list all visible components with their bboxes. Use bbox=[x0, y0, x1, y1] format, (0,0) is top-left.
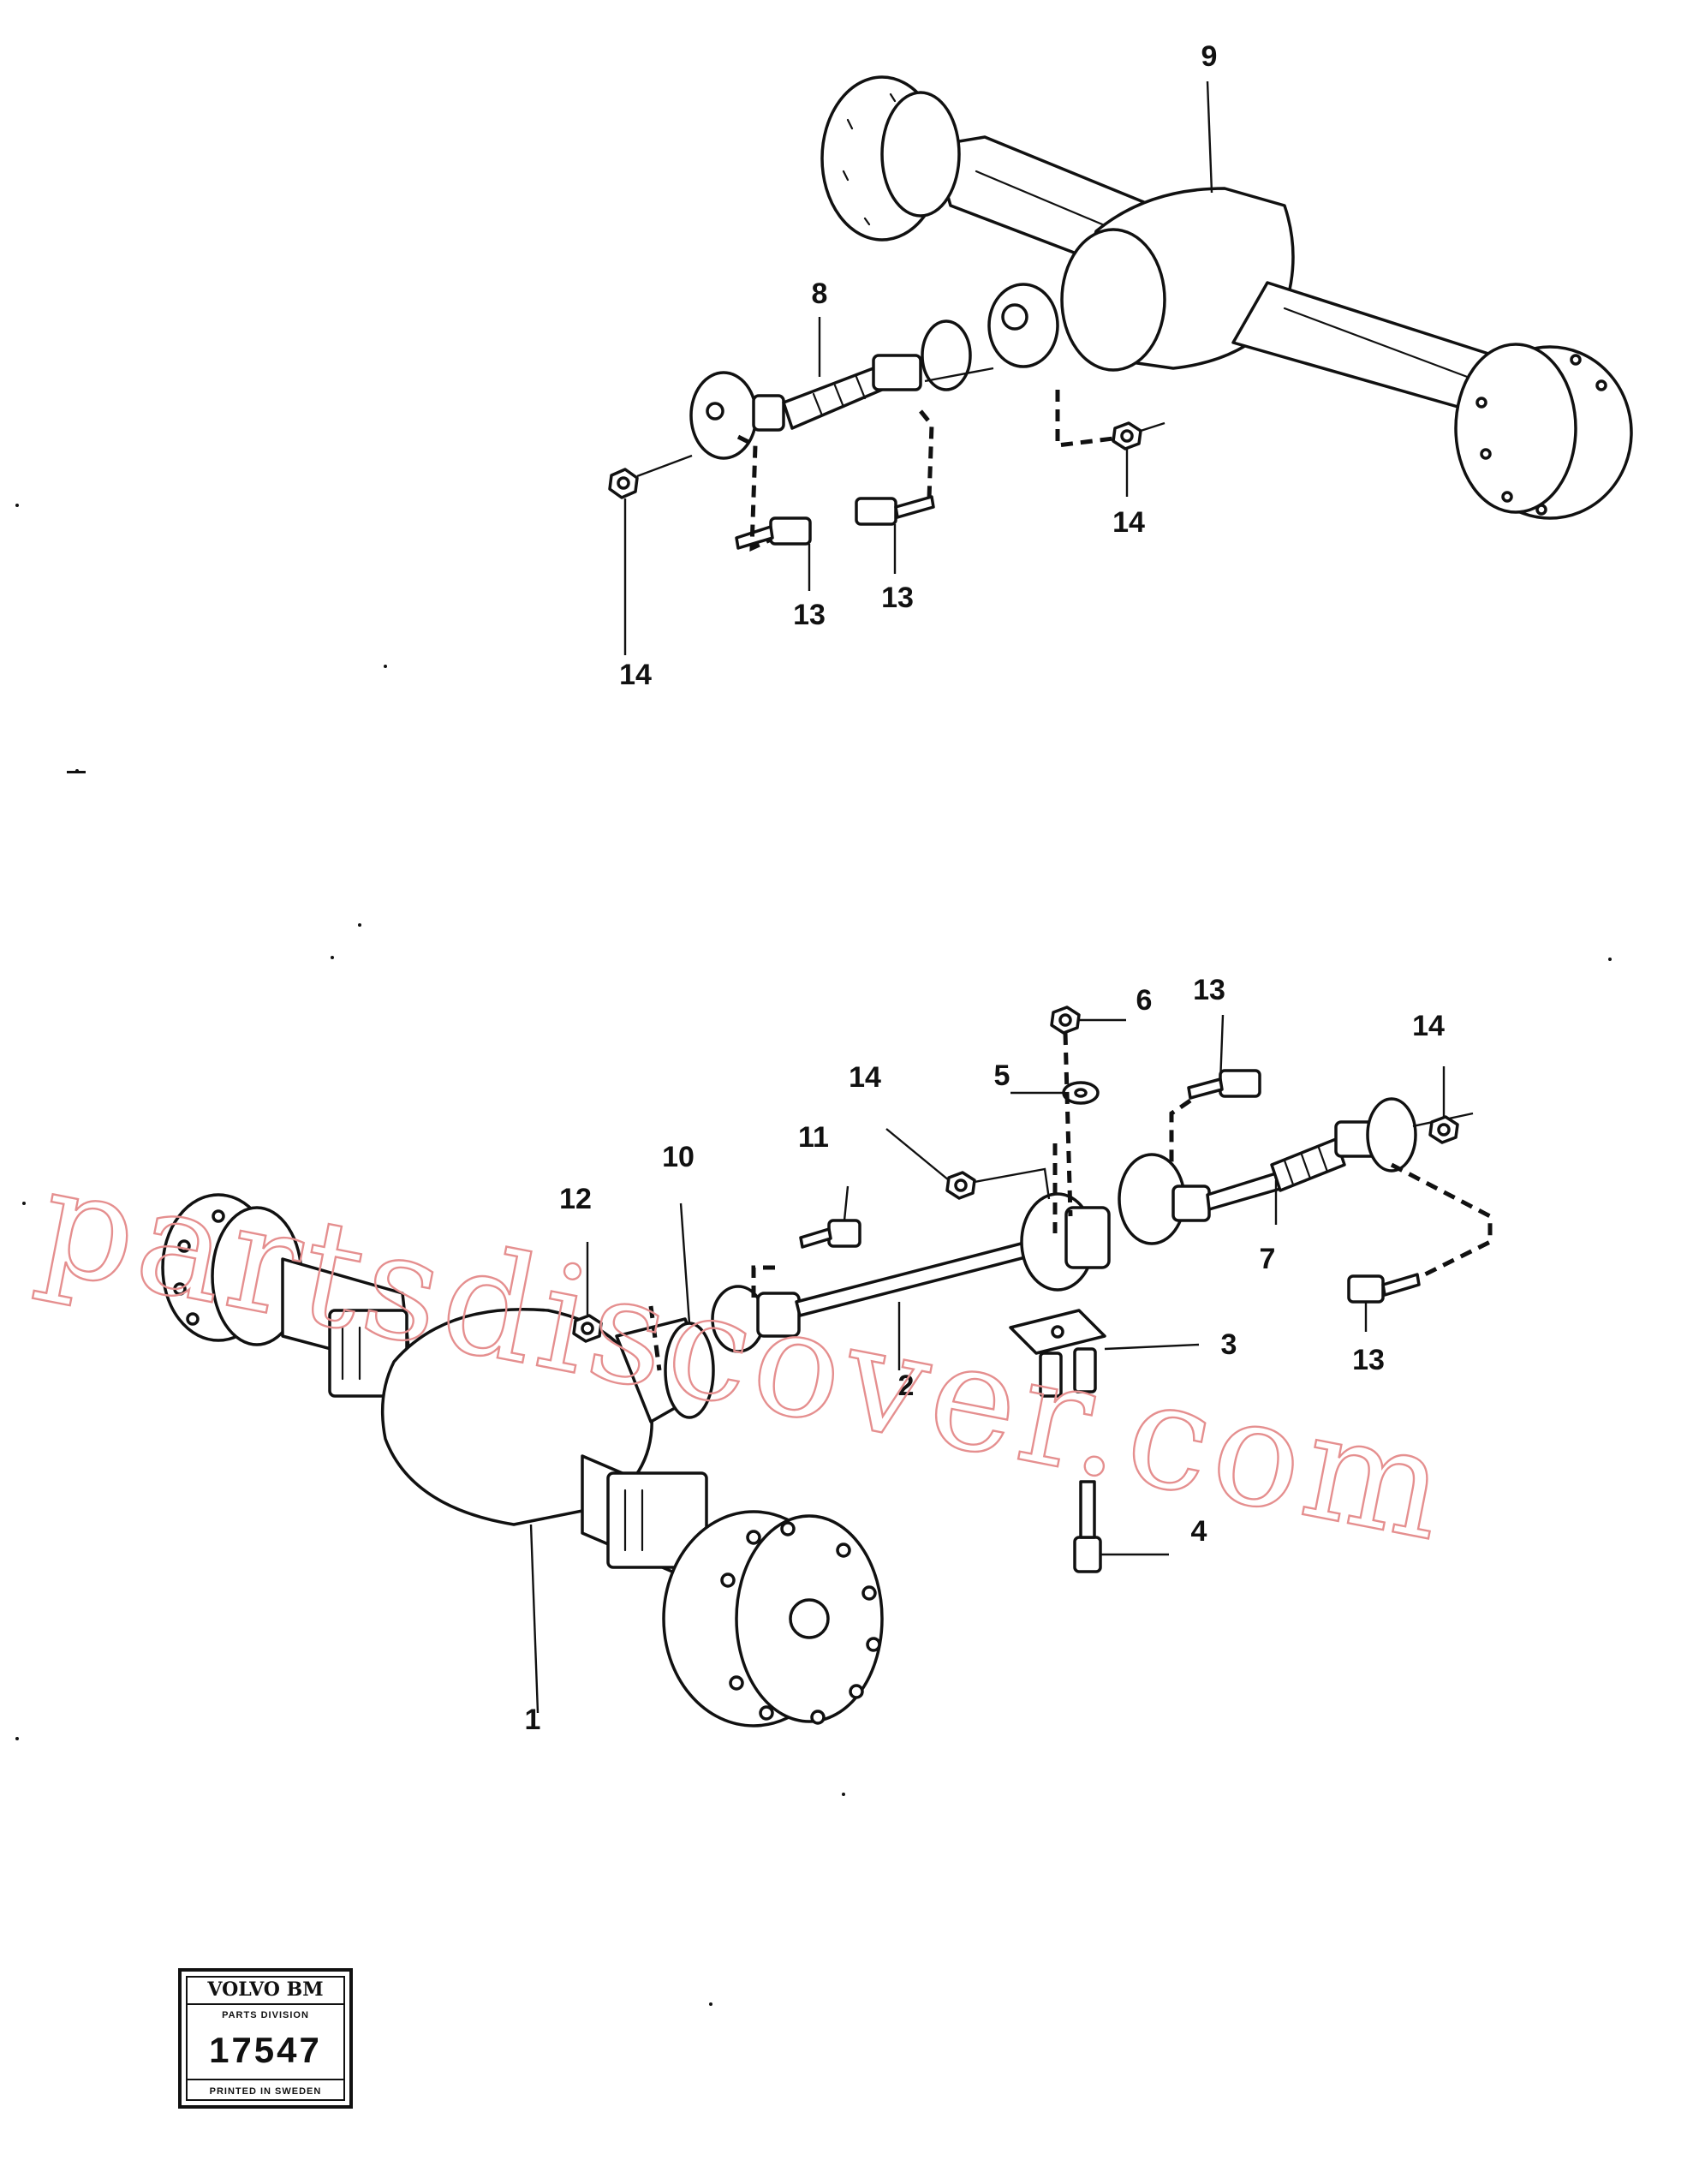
badge-number: 17547 bbox=[209, 2030, 322, 2070]
bolt-13-bottom bbox=[1187, 1069, 1261, 1100]
callout-5: 5 bbox=[994, 1059, 1010, 1092]
front-axle-right-bracket bbox=[606, 1471, 708, 1569]
badge-printed: PRINTED IN SWEDEN bbox=[210, 2086, 322, 2097]
callout-6: 6 bbox=[1136, 984, 1153, 1017]
callout-14-bottom-mid: 14 bbox=[849, 1061, 881, 1094]
callout-1: 1 bbox=[525, 1704, 541, 1736]
rear-axle-assembly bbox=[820, 75, 1633, 520]
nut-6 bbox=[1050, 1005, 1081, 1035]
callout-10: 10 bbox=[662, 1141, 695, 1173]
bearing-bracket bbox=[1009, 1309, 1106, 1398]
rear-shaft-flange-left bbox=[689, 371, 758, 460]
callout-8: 8 bbox=[812, 277, 828, 310]
callout-13-top-b: 13 bbox=[881, 582, 914, 614]
bolt-13-top-a bbox=[735, 516, 812, 550]
watermark: partsdiscover.com bbox=[27, 1136, 1463, 1575]
callout-7: 7 bbox=[1260, 1243, 1276, 1275]
bolt-13-top-b bbox=[855, 495, 935, 526]
callout-labels: 9 8 14 13 13 14 6 13 14 5 14 11 10 12 7 … bbox=[525, 40, 1445, 1736]
callout-9: 9 bbox=[1201, 40, 1218, 73]
nut-14-top-right bbox=[1112, 421, 1142, 451]
bottom-fasteners bbox=[529, 1005, 1493, 1714]
callout-13-bottom: 13 bbox=[1193, 974, 1225, 1006]
dashed-link-right bbox=[1055, 390, 1114, 448]
nut-14-top-left bbox=[608, 468, 639, 499]
callout-13-bottom-b: 13 bbox=[1352, 1344, 1385, 1376]
bolt-11 bbox=[799, 1219, 861, 1249]
bolt-4 bbox=[1073, 1480, 1102, 1573]
shaft-end-flange bbox=[1366, 1097, 1417, 1173]
volvo-bm-badge: VOLVO BM PARTS DIVISION 17547 PRINTED IN… bbox=[178, 1968, 353, 2109]
callout-14-top-left: 14 bbox=[619, 659, 652, 691]
callout-12: 12 bbox=[559, 1183, 592, 1215]
callout-11: 11 bbox=[798, 1121, 829, 1154]
intermediate-shaft bbox=[711, 1097, 1474, 1353]
nut-14-bottom-mid bbox=[945, 1171, 976, 1200]
front-axle-assembly bbox=[161, 1193, 884, 1728]
callout-14-top-right: 14 bbox=[1112, 506, 1145, 539]
badge-brand: VOLVO BM bbox=[206, 1978, 323, 2001]
rear-shaft-flange-right bbox=[921, 319, 972, 391]
bolt-13-bottom-b bbox=[1347, 1273, 1421, 1304]
callout-14-bottom-right: 14 bbox=[1412, 1010, 1445, 1042]
badge-division: PARTS DIVISION bbox=[222, 2010, 309, 2020]
callout-3: 3 bbox=[1221, 1328, 1237, 1361]
top-fasteners bbox=[608, 81, 1213, 655]
callout-2: 2 bbox=[898, 1369, 915, 1402]
nut-14-bottom-right bbox=[1428, 1115, 1459, 1144]
scan-specks bbox=[15, 504, 1612, 2006]
dashed-link-left-b bbox=[919, 409, 934, 499]
callout-4: 4 bbox=[1191, 1515, 1207, 1548]
dashed-link-left-a bbox=[736, 434, 772, 552]
nut-12 bbox=[572, 1314, 603, 1343]
callout-13-top-a: 13 bbox=[793, 599, 826, 631]
rear-propeller-shaft bbox=[689, 319, 994, 460]
washer-5 bbox=[1062, 1081, 1100, 1105]
